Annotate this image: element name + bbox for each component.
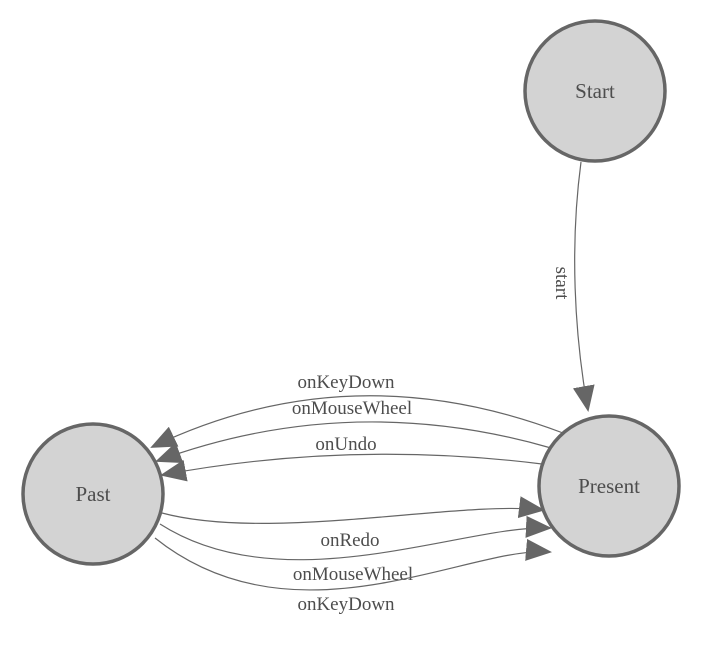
- node-start[interactable]: Start: [523, 19, 667, 163]
- node-present-circle[interactable]: [537, 414, 681, 558]
- node-present[interactable]: Present: [537, 414, 681, 558]
- node-start-circle[interactable]: [523, 19, 667, 163]
- edge-start-to-present: [572, 161, 595, 412]
- edge-present-to-past-onkeydown: [150, 395, 564, 448]
- edge-label-start: start: [551, 267, 572, 300]
- node-start-label: Start: [575, 79, 615, 103]
- node-present-label: Present: [578, 474, 640, 498]
- edge-past-to-present-onmousewheel: [159, 515, 552, 561]
- edge-label-onundo: onUndo: [315, 434, 376, 455]
- edge-label-onkeydown-lower: onKeyDown: [297, 594, 395, 615]
- node-past-circle[interactable]: [21, 422, 165, 566]
- edge-past-to-present-onredo: [161, 496, 545, 524]
- edge-present-to-past-onundo: [160, 453, 543, 482]
- edge-label-onredo: onRedo: [320, 530, 379, 551]
- node-past[interactable]: Past: [21, 422, 165, 566]
- edge-label-onmousewheel-upper: onMouseWheel: [292, 398, 412, 419]
- edge-present-to-past-onmousewheel: [155, 421, 552, 464]
- node-past-label: Past: [75, 482, 110, 506]
- edges-layer: start onKeyDown onMouseWheel onUndo onRe…: [150, 161, 595, 615]
- edge-label-onkeydown-upper: onKeyDown: [297, 372, 395, 393]
- edge-label-onmousewheel-lower: onMouseWheel: [293, 564, 413, 585]
- edge-past-to-present-onkeydown: [154, 537, 552, 591]
